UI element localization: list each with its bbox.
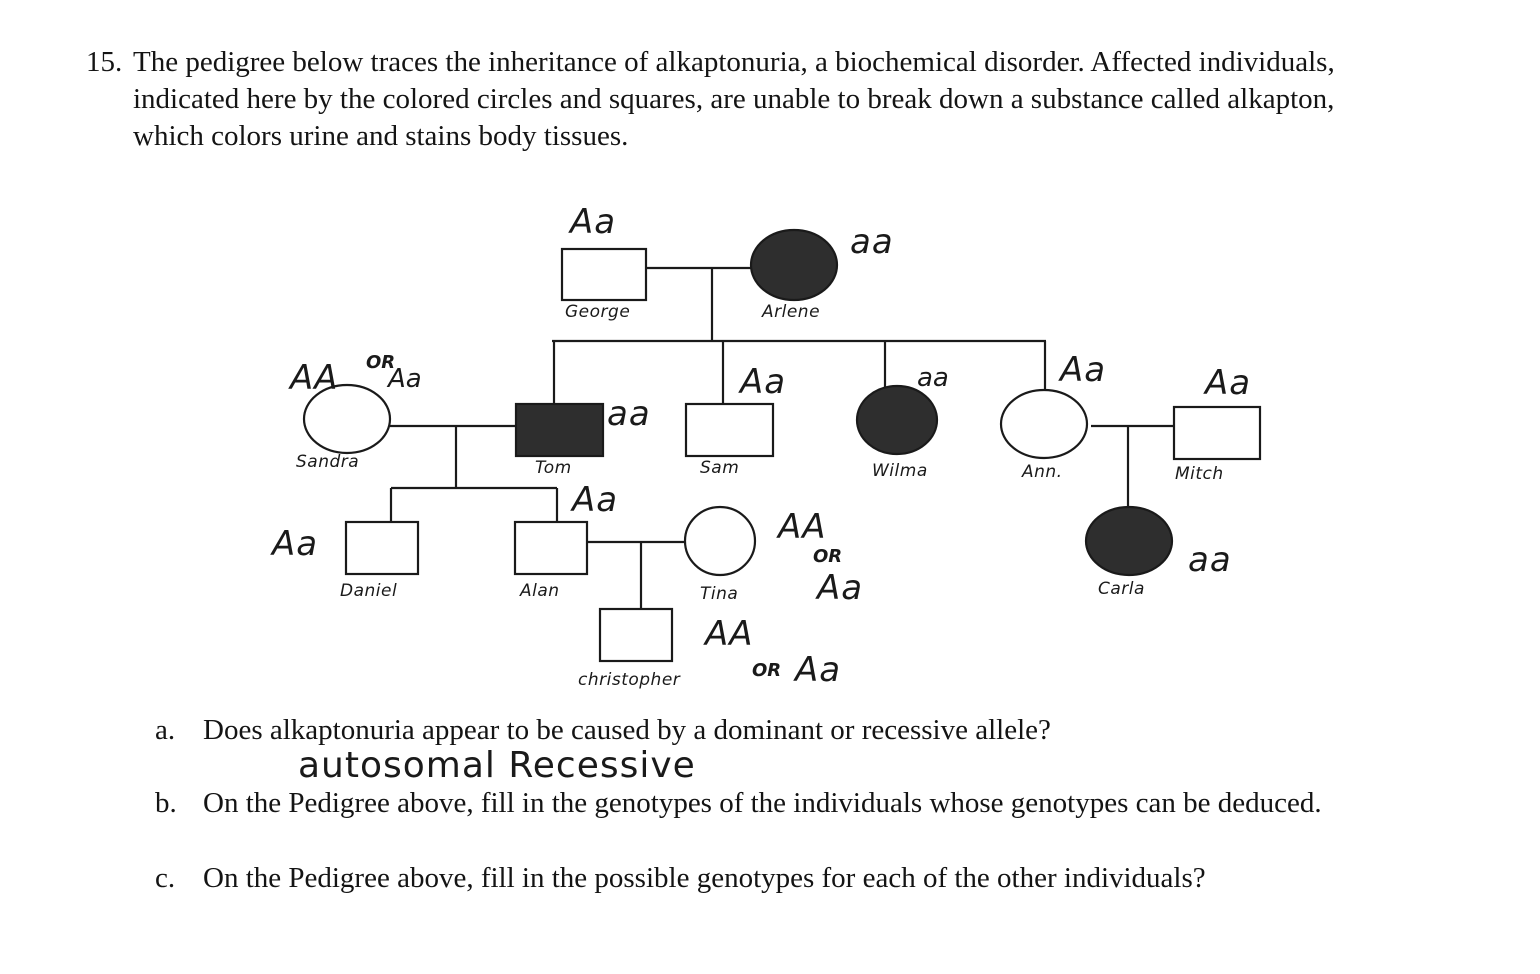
alan-square [513, 520, 589, 576]
ann-circle [999, 388, 1089, 460]
sub-question-c-letter: c. [155, 862, 176, 894]
tom-genotype: aa [607, 394, 651, 434]
tina-or-text: OR [813, 546, 843, 567]
sandra-genotype-2: Aa [388, 364, 422, 394]
christopher-genotype-1: AA [705, 614, 754, 654]
tina-circle [683, 505, 757, 577]
sandra-genotype-1: AA [290, 358, 339, 398]
daniel-square [344, 520, 420, 576]
question-line-3: which colors urine and stains body tissu… [133, 120, 629, 152]
mitch-name: Mitch [1175, 464, 1224, 484]
tina-genotype-1: AA [778, 507, 827, 547]
tina-genotype-2: Aa [817, 568, 864, 608]
sub-question-c-text: On the Pedigree above, fill in the possi… [203, 862, 1206, 894]
christopher-square [598, 607, 674, 663]
arlene-circle [749, 228, 839, 302]
sam-name: Sam [700, 458, 740, 478]
carla-genotype: aa [1188, 540, 1232, 580]
tom-square [514, 402, 605, 458]
carla-name: Carla [1098, 579, 1145, 599]
mitch-genotype: Aa [1205, 363, 1252, 403]
christopher-name: christopher [578, 670, 681, 690]
sub-question-b-text: On the Pedigree above, fill in the genot… [203, 787, 1322, 819]
mitch-square [1172, 405, 1262, 461]
george-square [560, 247, 648, 302]
ann-genotype: Aa [1060, 350, 1107, 390]
alan-name: Alan [520, 581, 560, 601]
wilma-name: Wilma [872, 461, 928, 481]
ann-name: Ann. [1022, 462, 1063, 482]
tina-name: Tina [700, 584, 739, 604]
sandra-or-text: OR [366, 352, 396, 373]
daniel-name: Daniel [340, 581, 398, 601]
tom-name: Tom [535, 458, 572, 478]
sam-square [684, 402, 775, 458]
answer-a-handwritten: autosomal Recessive [298, 745, 696, 786]
sub-question-a-letter: a. [155, 714, 176, 746]
question-number: 15. [86, 46, 123, 78]
wilma-genotype: aa [917, 363, 949, 393]
alan-genotype: Aa [572, 480, 619, 520]
question-line-2: indicated here by the colored circles an… [133, 83, 1335, 115]
arlene-name: Arlene [762, 302, 821, 322]
sub-question-c: c. On the Pedigree above, fill in the pos… [155, 860, 1206, 897]
sub-question-b-letter: b. [155, 787, 177, 819]
george-genotype: Aa [570, 202, 617, 242]
daniel-genotype: Aa [272, 524, 319, 564]
christopher-or-text: OR [752, 660, 782, 681]
sub-question-a-text: Does alkaptonuria appear to be caused by… [203, 714, 1051, 746]
arlene-genotype: aa [850, 222, 894, 262]
george-name: George [565, 302, 631, 322]
sandra-circle [302, 383, 392, 455]
christopher-genotype-2: Aa [795, 650, 842, 690]
sandra-name: Sandra [296, 452, 360, 472]
sub-question-a: a. Does alkaptonuria appear to be caused … [155, 712, 1051, 749]
carla-circle [1084, 505, 1174, 577]
sub-question-b: b. On the Pedigree above, fill in the gen… [155, 785, 1322, 822]
sam-genotype: Aa [740, 362, 787, 402]
wilma-circle [855, 384, 939, 456]
question-line-1: The pedigree below traces the inheritanc… [133, 46, 1335, 78]
